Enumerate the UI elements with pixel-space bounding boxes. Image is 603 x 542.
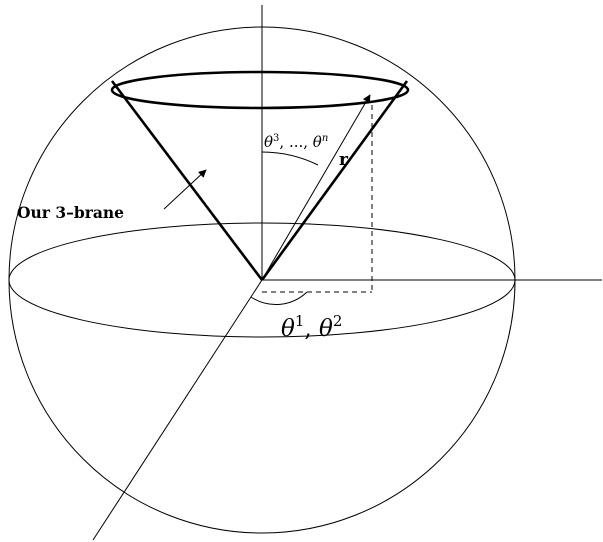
brane-pointer-arrow	[163, 169, 207, 210]
azimuthal-angles-label: θ1, θ2	[281, 312, 342, 342]
brane-label: Our 3–brane	[17, 203, 124, 222]
diagonal-axis	[92, 279, 263, 541]
cone-top-ellipse	[110, 70, 410, 110]
polar-angles-label: θ3, ..., θn	[264, 133, 328, 151]
vector-r-label: r	[339, 150, 349, 170]
azimuthal-angle-arc	[250, 291, 308, 305]
cone-left-edge	[110, 80, 264, 281]
polar-angle-arc	[261, 151, 319, 166]
cone-right-edge	[260, 80, 409, 281]
r-vector-arrow	[261, 94, 371, 281]
